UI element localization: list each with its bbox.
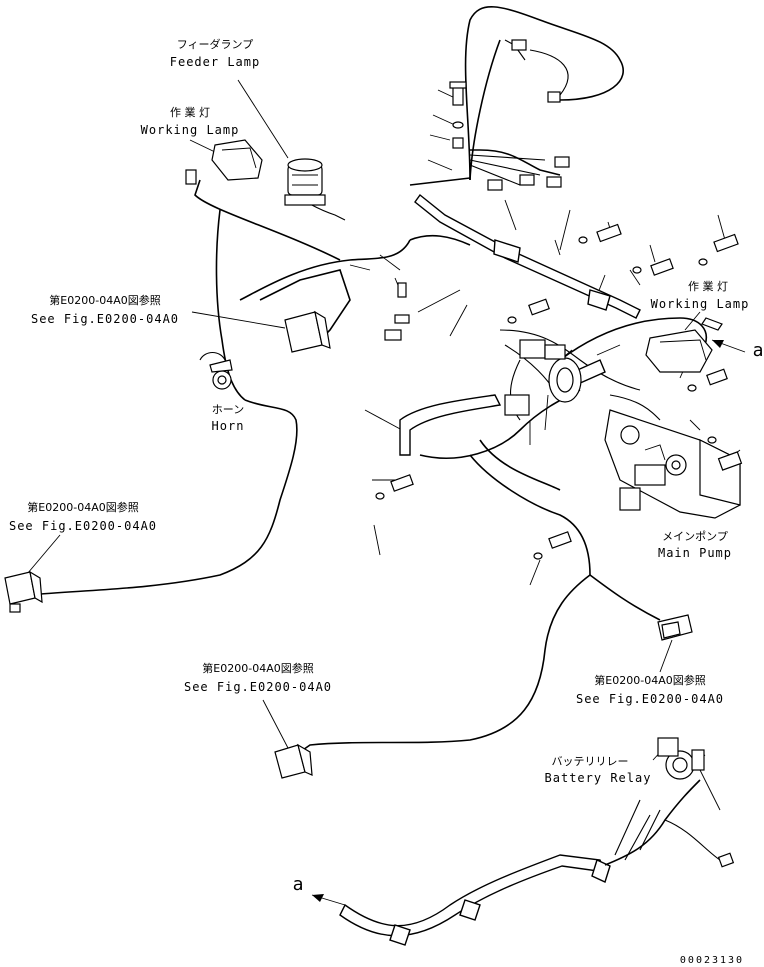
- ref-mid-left-label-en: See Fig.E0200-04A0: [9, 519, 157, 533]
- relay-bottom-mid-icon: [274, 743, 313, 779]
- relay-mid-left-icon: [4, 570, 43, 613]
- working-lamp-right-label-en: Working Lamp: [651, 297, 750, 311]
- upper-connectors-icon: [487, 39, 570, 191]
- feeder-lamp-label-jp: フィーダランプ: [177, 37, 253, 51]
- relay-bottom-right-icon: [657, 614, 693, 641]
- ref-bottom-right-label-en: See Fig.E0200-04A0: [576, 692, 724, 706]
- working-lamp-left-label-jp: 作 業 灯: [170, 106, 210, 119]
- battery-relay-label-en: Battery Relay: [545, 771, 652, 785]
- ref-bottom-mid-label-en: See Fig.E0200-04A0: [184, 680, 332, 694]
- central-junction-icon: [504, 339, 582, 416]
- feeder-lamp-label-en: Feeder Lamp: [170, 55, 260, 69]
- battery-relay-icon: [657, 737, 705, 780]
- ref-mid-left-label-jp: 第E0200-04A0図参照: [27, 500, 138, 514]
- ref-top-left-label-en: See Fig.E0200-04A0: [31, 312, 179, 326]
- arrow-a-left-label: a: [293, 874, 304, 895]
- horn-label-jp: ホーン: [212, 403, 244, 416]
- battery-relay-label-jp: バッテリリレー: [552, 755, 629, 768]
- working-lamp-left-icon: [185, 139, 263, 185]
- working-lamp-left-label-en: Working Lamp: [141, 123, 240, 137]
- main-pump-label-en: Main Pump: [658, 546, 732, 560]
- main-pump-icon: [604, 409, 741, 519]
- horn-icon: [209, 359, 233, 390]
- horn-label-en: Horn: [212, 419, 245, 433]
- wiring-harness: [29, 6, 721, 946]
- arrow-a-right-label: a: [753, 340, 764, 361]
- main-pump-label-jp: メインポンプ: [662, 530, 728, 543]
- ref-bottom-right-label-jp: 第E0200-04A0図参照: [594, 673, 705, 687]
- working-lamp-right-label-jp: 作 業 灯: [688, 280, 728, 293]
- hardware-bolts: [375, 81, 743, 868]
- arrow-a-left-icon: [311, 894, 346, 906]
- ref-bottom-mid-label-jp: 第E0200-04A0図参照: [202, 661, 313, 675]
- ref-top-left-label-jp: 第E0200-04A0図参照: [49, 293, 160, 307]
- feeder-lamp-icon: [284, 158, 326, 206]
- arrow-a-right-icon: [701, 317, 746, 353]
- working-lamp-right-icon: [645, 329, 713, 373]
- relay-top-left-icon: [284, 310, 331, 353]
- drawing-number: 00023130: [680, 955, 744, 966]
